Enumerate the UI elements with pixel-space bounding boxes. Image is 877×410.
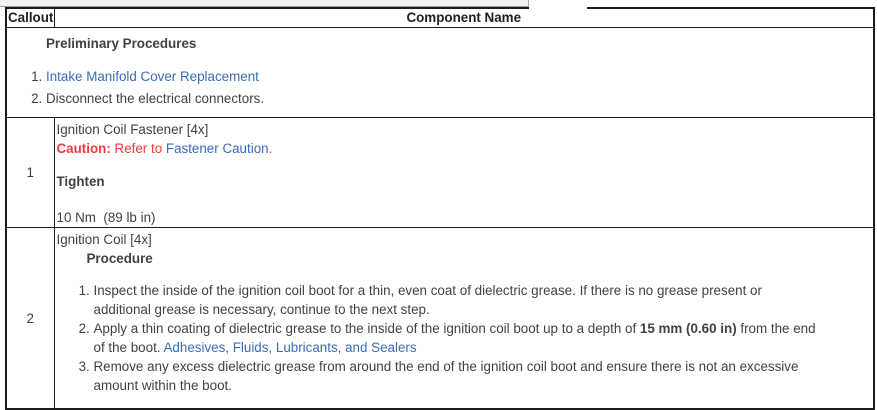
table-header-row: Callout Component Name	[5, 7, 875, 28]
list-item: Remove any excess dielectric grease from…	[94, 357, 868, 395]
step-text: Inspect the inside of the ignition coil …	[93, 283, 762, 298]
tighten-label: Tighten	[56, 174, 105, 189]
caution-line: Caution: Refer to Fastener Caution.	[57, 139, 868, 158]
caution-label: Caution:	[56, 141, 111, 156]
component-callout-table: Callout Component Name Preliminary Proce…	[5, 7, 875, 410]
preliminary-procedures-title: Preliminary Procedures	[46, 36, 197, 51]
list-item: Inspect the inside of the ignition coil …	[94, 281, 868, 319]
step-text: of the boot.	[93, 340, 164, 355]
torque-spec: 10 Nm (89 lb in)	[56, 210, 156, 225]
step-text: additional grease is necessary, continue…	[93, 302, 430, 317]
horizontal-scrollbar-thumb[interactable]	[0, 0, 529, 7]
callout-number: 1	[5, 117, 55, 228]
caution-period: .	[268, 141, 273, 156]
inline-link[interactable]: Intake Manifold Cover Replacement	[46, 69, 259, 84]
step-text: Apply a thin coating of dielectric greas…	[93, 321, 640, 336]
step-text: Disconnect the electrical connectors.	[46, 91, 265, 106]
step-text: amount within the boot.	[93, 378, 232, 393]
step-text: Remove any excess dielectric grease from…	[93, 359, 799, 374]
column-header-callout: Callout	[5, 7, 55, 28]
caution-text: Refer to	[110, 141, 166, 156]
scrollbar-track-gap	[529, 0, 587, 10]
step-text: from the end	[736, 321, 816, 336]
preliminary-procedures-list: Intake Manifold Cover ReplacementDisconn…	[7, 67, 867, 108]
list-item: Disconnect the electrical connectors.	[46, 89, 867, 108]
procedure-step-list: Inspect the inside of the ignition coil …	[57, 281, 868, 395]
bold-text: 15 mm (0.60 in)	[639, 321, 737, 336]
callout-row-2: 2 Ignition Coil [4x] Procedure Inspect t…	[5, 227, 875, 410]
list-item: Apply a thin coating of dielectric greas…	[94, 319, 868, 357]
inline-link[interactable]: Adhesives, Fluids, Lubricants, and Seale…	[163, 340, 417, 355]
callout-number: 2	[5, 227, 55, 410]
column-header-component-name: Component Name	[53, 7, 875, 28]
component-name-text: Ignition Coil [4x]	[56, 232, 152, 247]
list-item: Intake Manifold Cover Replacement	[46, 67, 867, 86]
procedure-label: Procedure	[86, 251, 153, 266]
preliminary-procedures-row: Preliminary Procedures Intake Manifold C…	[5, 27, 875, 118]
component-name-text: Ignition Coil Fastener [4x]	[56, 122, 209, 137]
fastener-caution-link[interactable]: Fastener Caution	[165, 141, 269, 156]
callout-row-1: 1 Ignition Coil Fastener [4x] Caution: R…	[5, 117, 875, 228]
